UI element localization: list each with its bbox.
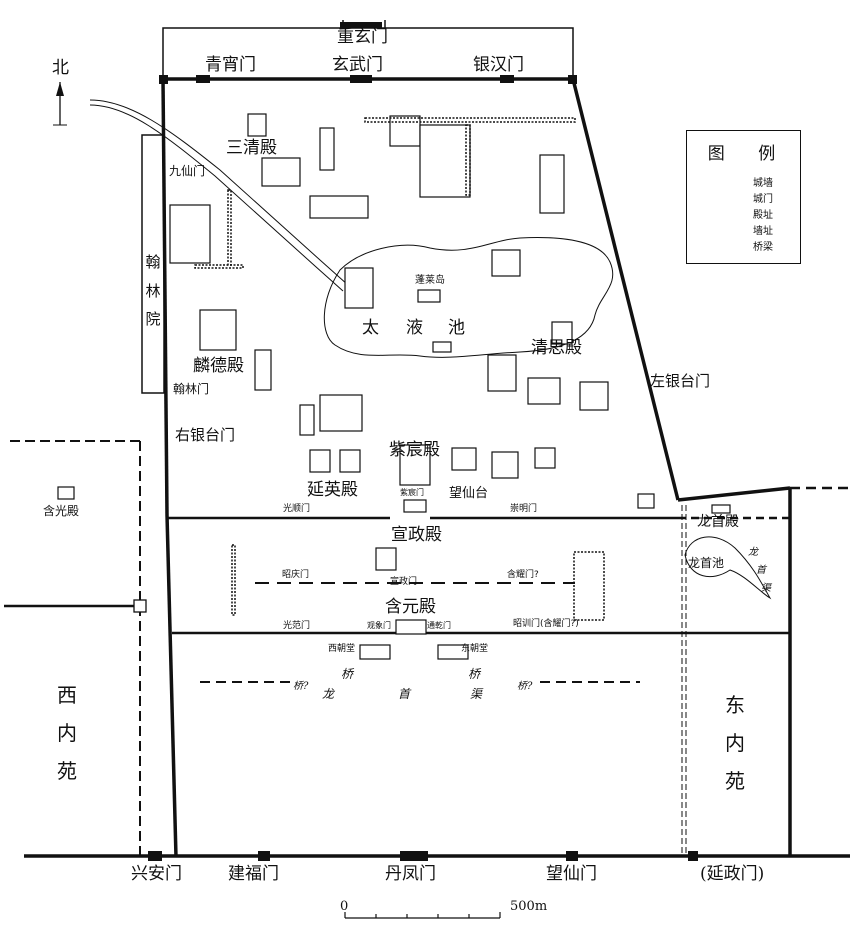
lake-char-1: 太 xyxy=(362,318,379,338)
hall-hanyuan: 含元殿 xyxy=(385,597,436,617)
hall-sanqing: 三清殿 xyxy=(226,138,277,158)
gate-guangfan: 光范门 xyxy=(283,621,311,631)
gate-tongqian: 通乾门 xyxy=(427,621,451,630)
hall-sites xyxy=(57,113,731,660)
hall-hanguang: 含光殿 xyxy=(43,504,80,518)
gate-guangshun: 光顺门 xyxy=(283,504,311,514)
gate-you-yintai: 右银台门 xyxy=(175,426,236,444)
legend-label-gate: 城门 xyxy=(753,194,773,205)
gate-chongming: 崇明门 xyxy=(510,504,538,514)
scale-bar xyxy=(344,912,501,919)
wall-sites xyxy=(194,117,605,621)
longshou-qu-2: 首 xyxy=(756,565,766,576)
east-inner-park: 东 内 苑 xyxy=(724,686,746,800)
gate-zhaoqing: 昭庆门 xyxy=(282,570,310,580)
hanlin-char-2: 林 xyxy=(145,281,161,300)
gate-hanlin: 翰林门 xyxy=(173,382,210,396)
bridge-mark-2: 桥 xyxy=(468,667,481,681)
east-park-char-2: 内 xyxy=(725,731,745,755)
gate-xingan: 兴安门 xyxy=(131,864,182,884)
gate-zuo-yintai: 左银台门 xyxy=(650,372,711,390)
dongchao-tang: 东朝堂 xyxy=(461,644,489,654)
hall-qingsi: 清思殿 xyxy=(531,338,582,358)
taiye-lake xyxy=(323,237,614,358)
gate-xuanwu: 玄武门 xyxy=(332,55,383,75)
canal-char-qu: 渠 xyxy=(470,687,483,701)
longshou-qu-3: 渠 xyxy=(761,583,771,594)
legend: 图 例 城墙 城门 殿址 墙址 桥梁 xyxy=(686,130,801,264)
canal xyxy=(89,99,349,292)
gate-jianfu: 建福门 xyxy=(228,864,279,884)
penglai-island: 蓬莱岛 xyxy=(415,275,445,286)
longshou-pool xyxy=(684,536,772,600)
hall-linde: 麟德殿 xyxy=(193,356,244,376)
bridge-mark-1: 桥 xyxy=(341,667,354,681)
east-park-char-3: 苑 xyxy=(725,769,745,793)
gate-yanzheng: (延政门) xyxy=(700,864,765,884)
north-arrow-icon xyxy=(53,82,67,126)
legend-row-gate: 城门 xyxy=(695,190,795,205)
legend-title: 图 例 xyxy=(707,144,790,164)
west-park-char-1: 西 xyxy=(57,683,77,707)
gate-yinhan: 银汉门 xyxy=(473,55,524,75)
hanlin-char-1: 翰 xyxy=(145,253,161,271)
legend-row-bridge: 桥梁 xyxy=(695,238,795,253)
gate-guanxiang: 观象门 xyxy=(367,621,391,630)
scale-end: 500m xyxy=(510,899,548,914)
hall-zichen: 紫宸殿 xyxy=(389,440,440,460)
legend-row-wallsite: 墙址 xyxy=(695,222,795,237)
canal-char-shou: 首 xyxy=(398,687,411,701)
west-inner-park: 西 内 苑 xyxy=(56,676,78,790)
lake-char-2: 液 xyxy=(406,318,423,338)
west-park-char-3: 苑 xyxy=(57,759,77,783)
west-park-char-2: 内 xyxy=(57,721,77,745)
hall-yanying: 延英殿 xyxy=(307,480,358,500)
gates xyxy=(148,22,698,861)
legend-row-hall: 殿址 xyxy=(695,206,795,221)
gate-zhaoxun: 昭训门(含耀门?) xyxy=(513,619,579,629)
bridge-mark-west: 桥? xyxy=(293,681,309,692)
hall-xuanzheng: 宣政殿 xyxy=(391,525,442,545)
gate-danfeng: 丹凤门 xyxy=(385,864,436,884)
gate-qingxiao: 青宵门 xyxy=(205,55,256,75)
gate-xuanzheng: 宣政门 xyxy=(390,577,418,587)
west-park-walls xyxy=(4,440,141,856)
hanlin-char-3: 院 xyxy=(145,310,161,328)
legend-label-wallsite: 墙址 xyxy=(753,226,773,237)
legend-label-hall: 殿址 xyxy=(753,210,773,221)
north-label: 北 xyxy=(52,58,69,78)
hall-longshou: 龙首殿 xyxy=(697,514,739,530)
dashed-lanes xyxy=(200,505,687,856)
gate-jiuxian: 九仙门 xyxy=(169,164,206,178)
longshou-pool-label: 龙首池 xyxy=(688,556,725,570)
hanlin-yuan-label: 翰 林 院 xyxy=(144,248,162,334)
legend-label-bridge: 桥梁 xyxy=(753,242,773,253)
wangxiantai: 望仙台 xyxy=(449,486,489,501)
bridge-mark-east: 桥? xyxy=(517,681,533,692)
xichao-tang: 西朝堂 xyxy=(328,644,356,654)
canal-char-long: 龙 xyxy=(322,687,335,701)
internal-walls xyxy=(167,486,850,635)
gate-hanyao: 含耀门? xyxy=(507,570,539,580)
longshou-qu-1: 龙 xyxy=(748,547,758,558)
east-park-char-1: 东 xyxy=(725,693,745,717)
gate-chongxuan: 重玄门 xyxy=(337,27,388,47)
lake-char-3: 池 xyxy=(448,318,465,338)
scale-zero: 0 xyxy=(340,899,349,914)
gate-wangxian: 望仙门 xyxy=(546,864,597,884)
gate-zichen: 紫宸门 xyxy=(400,488,424,497)
legend-label-wall: 城墙 xyxy=(753,178,773,189)
legend-row-wall: 城墙 xyxy=(695,174,795,189)
